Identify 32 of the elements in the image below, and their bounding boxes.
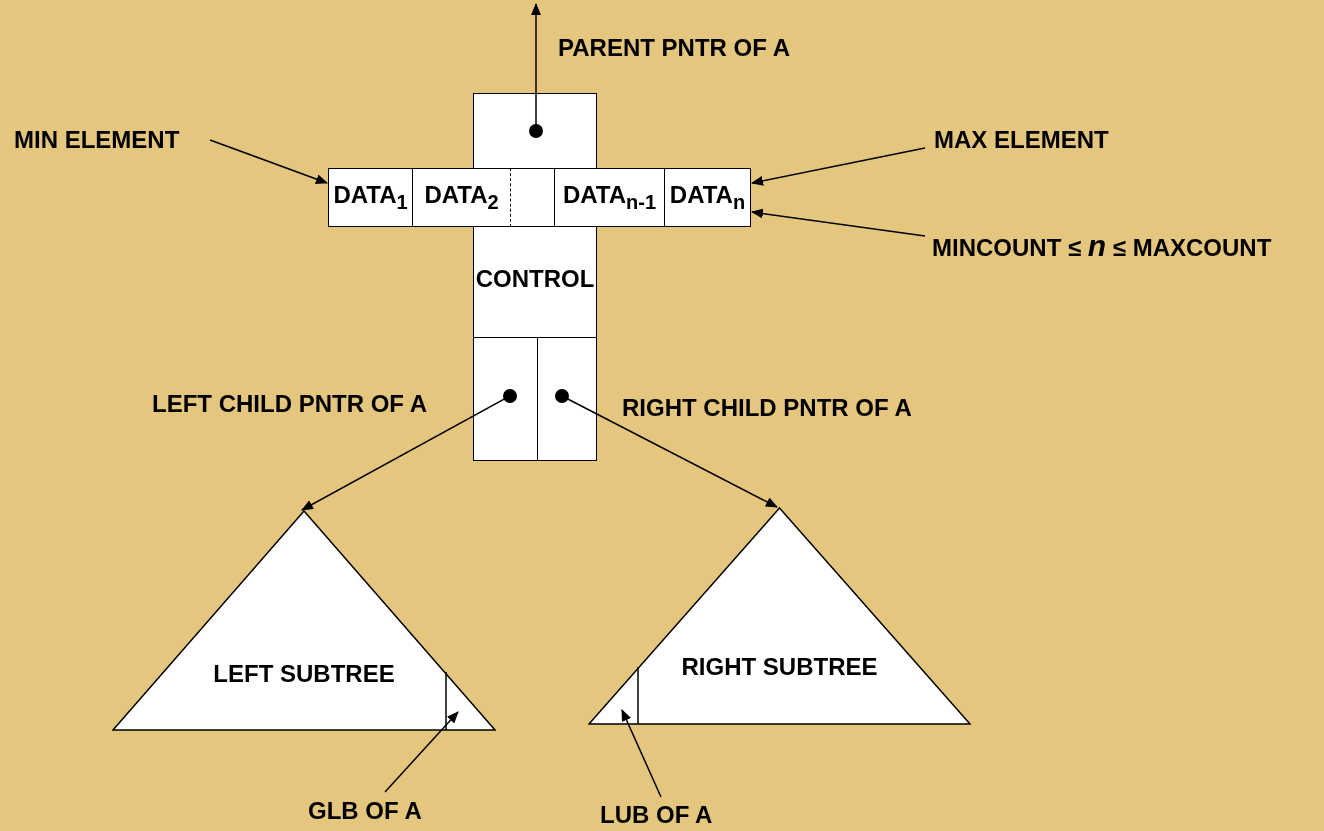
subtree-label: LEFT SUBTREE (212, 660, 396, 688)
leader-line (384, 711, 459, 793)
data-cell (412, 168, 511, 227)
pointer-arrow (555, 389, 778, 508)
annotation-label: MAX ELEMENT (934, 122, 1109, 158)
leader-line (621, 709, 662, 798)
pointer-cell (473, 93, 597, 169)
leader-line (209, 139, 328, 184)
leader-line (751, 147, 926, 186)
leader-line (751, 208, 926, 237)
pointer-label: LEFT CHILD PNTR OF A (152, 389, 428, 419)
control-field (473, 226, 597, 338)
annotation-label: GLB OF A (308, 793, 422, 829)
subtree-label: RIGHT SUBTREE (680, 653, 879, 681)
annotation-label: MINCOUNT ≤ n ≤ MAXCOUNT (932, 228, 1272, 264)
pointer-arrow (529, 3, 543, 138)
gap-cell (510, 168, 555, 227)
pointer-label: RIGHT CHILD PNTR OF A (622, 393, 912, 423)
cell-label: CONTROL (475, 265, 595, 293)
cell-label: DATA$_{n-1}$ (562, 181, 657, 214)
data-cell (664, 168, 751, 227)
annotation-label: LUB OF A (600, 797, 713, 831)
cell-label: DATA$_{1}$ (333, 181, 408, 214)
pointer-arrow (301, 389, 517, 511)
pointer-cell (537, 337, 597, 461)
data-cell (328, 168, 413, 227)
cell-label: DATA$_{2}$ (424, 181, 499, 214)
pointer-cell (473, 337, 538, 461)
data-cell (554, 168, 665, 227)
annotation-label: MIN ELEMENT (14, 122, 180, 158)
pointer-label: PARENT PNTR OF A (558, 33, 790, 63)
cell-label: DATA$_{n}$ (669, 181, 746, 214)
